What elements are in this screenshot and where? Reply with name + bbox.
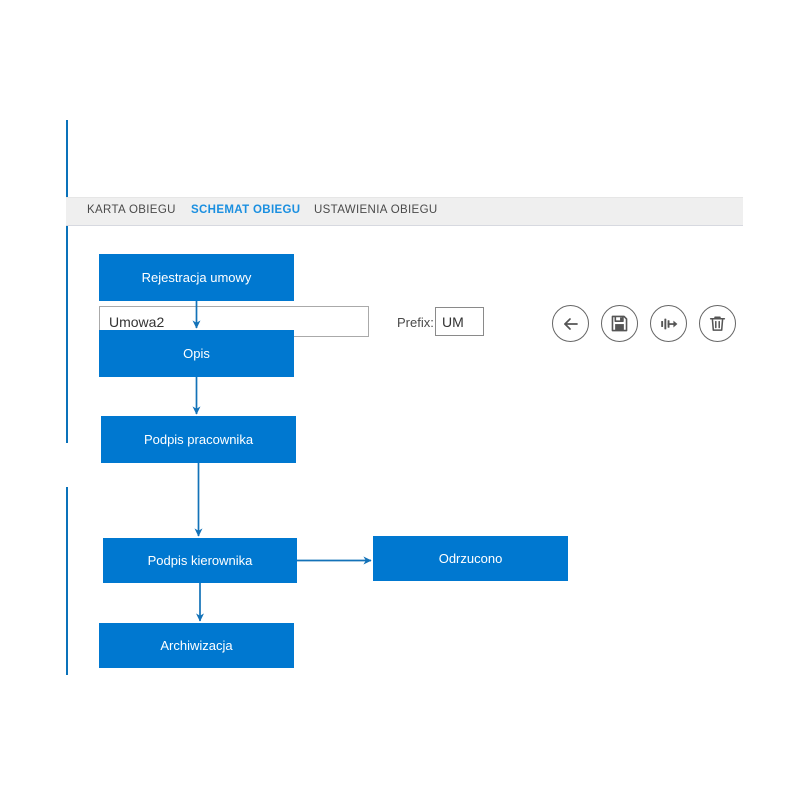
workflow-node[interactable]: Odrzucono: [373, 536, 568, 581]
tab-karta-obiegu[interactable]: KARTA OBIEGU: [87, 204, 176, 216]
workflow-node[interactable]: Opis: [99, 330, 294, 377]
workflow-node-label: Opis: [183, 346, 210, 361]
workflow-node[interactable]: Podpis kierownika: [103, 538, 297, 583]
tab-ustawienia-obiegu[interactable]: USTAWIENIA OBIEGU: [314, 204, 438, 216]
workflow-button[interactable]: [650, 305, 687, 342]
back-arrow-icon: [561, 314, 581, 334]
save-floppy-icon: [610, 314, 629, 333]
tab-schemat-obiegu[interactable]: SCHEMAT OBIEGU: [191, 204, 301, 216]
workflow-node-label: Archiwizacja: [160, 638, 233, 653]
prefix-label: Prefix:: [397, 315, 434, 330]
save-button[interactable]: [601, 305, 638, 342]
workflow-node-label: Odrzucono: [438, 551, 503, 566]
workflow-node[interactable]: Archiwizacja: [99, 623, 294, 668]
tab-bar: KARTA OBIEGU SCHEMAT OBIEGU USTAWIENIA O…: [66, 197, 743, 226]
workflow-icon: [659, 314, 679, 334]
back-button[interactable]: [552, 305, 589, 342]
workflow-node[interactable]: Podpis pracownika: [101, 416, 296, 463]
workflow-node[interactable]: Rejestracja umowy: [99, 254, 294, 301]
left-accent-rail-top: [66, 120, 68, 443]
workflow-node-label: Podpis pracownika: [143, 432, 254, 447]
workflow-node-label: Rejestracja umowy: [141, 270, 252, 285]
workflow-node-label: Podpis kierownika: [147, 553, 253, 568]
editor-header: Prefix:: [0, 150, 800, 342]
prefix-input[interactable]: [435, 307, 484, 336]
left-accent-rail-bottom: [66, 487, 68, 675]
delete-button[interactable]: [699, 305, 736, 342]
trash-icon: [708, 314, 727, 333]
